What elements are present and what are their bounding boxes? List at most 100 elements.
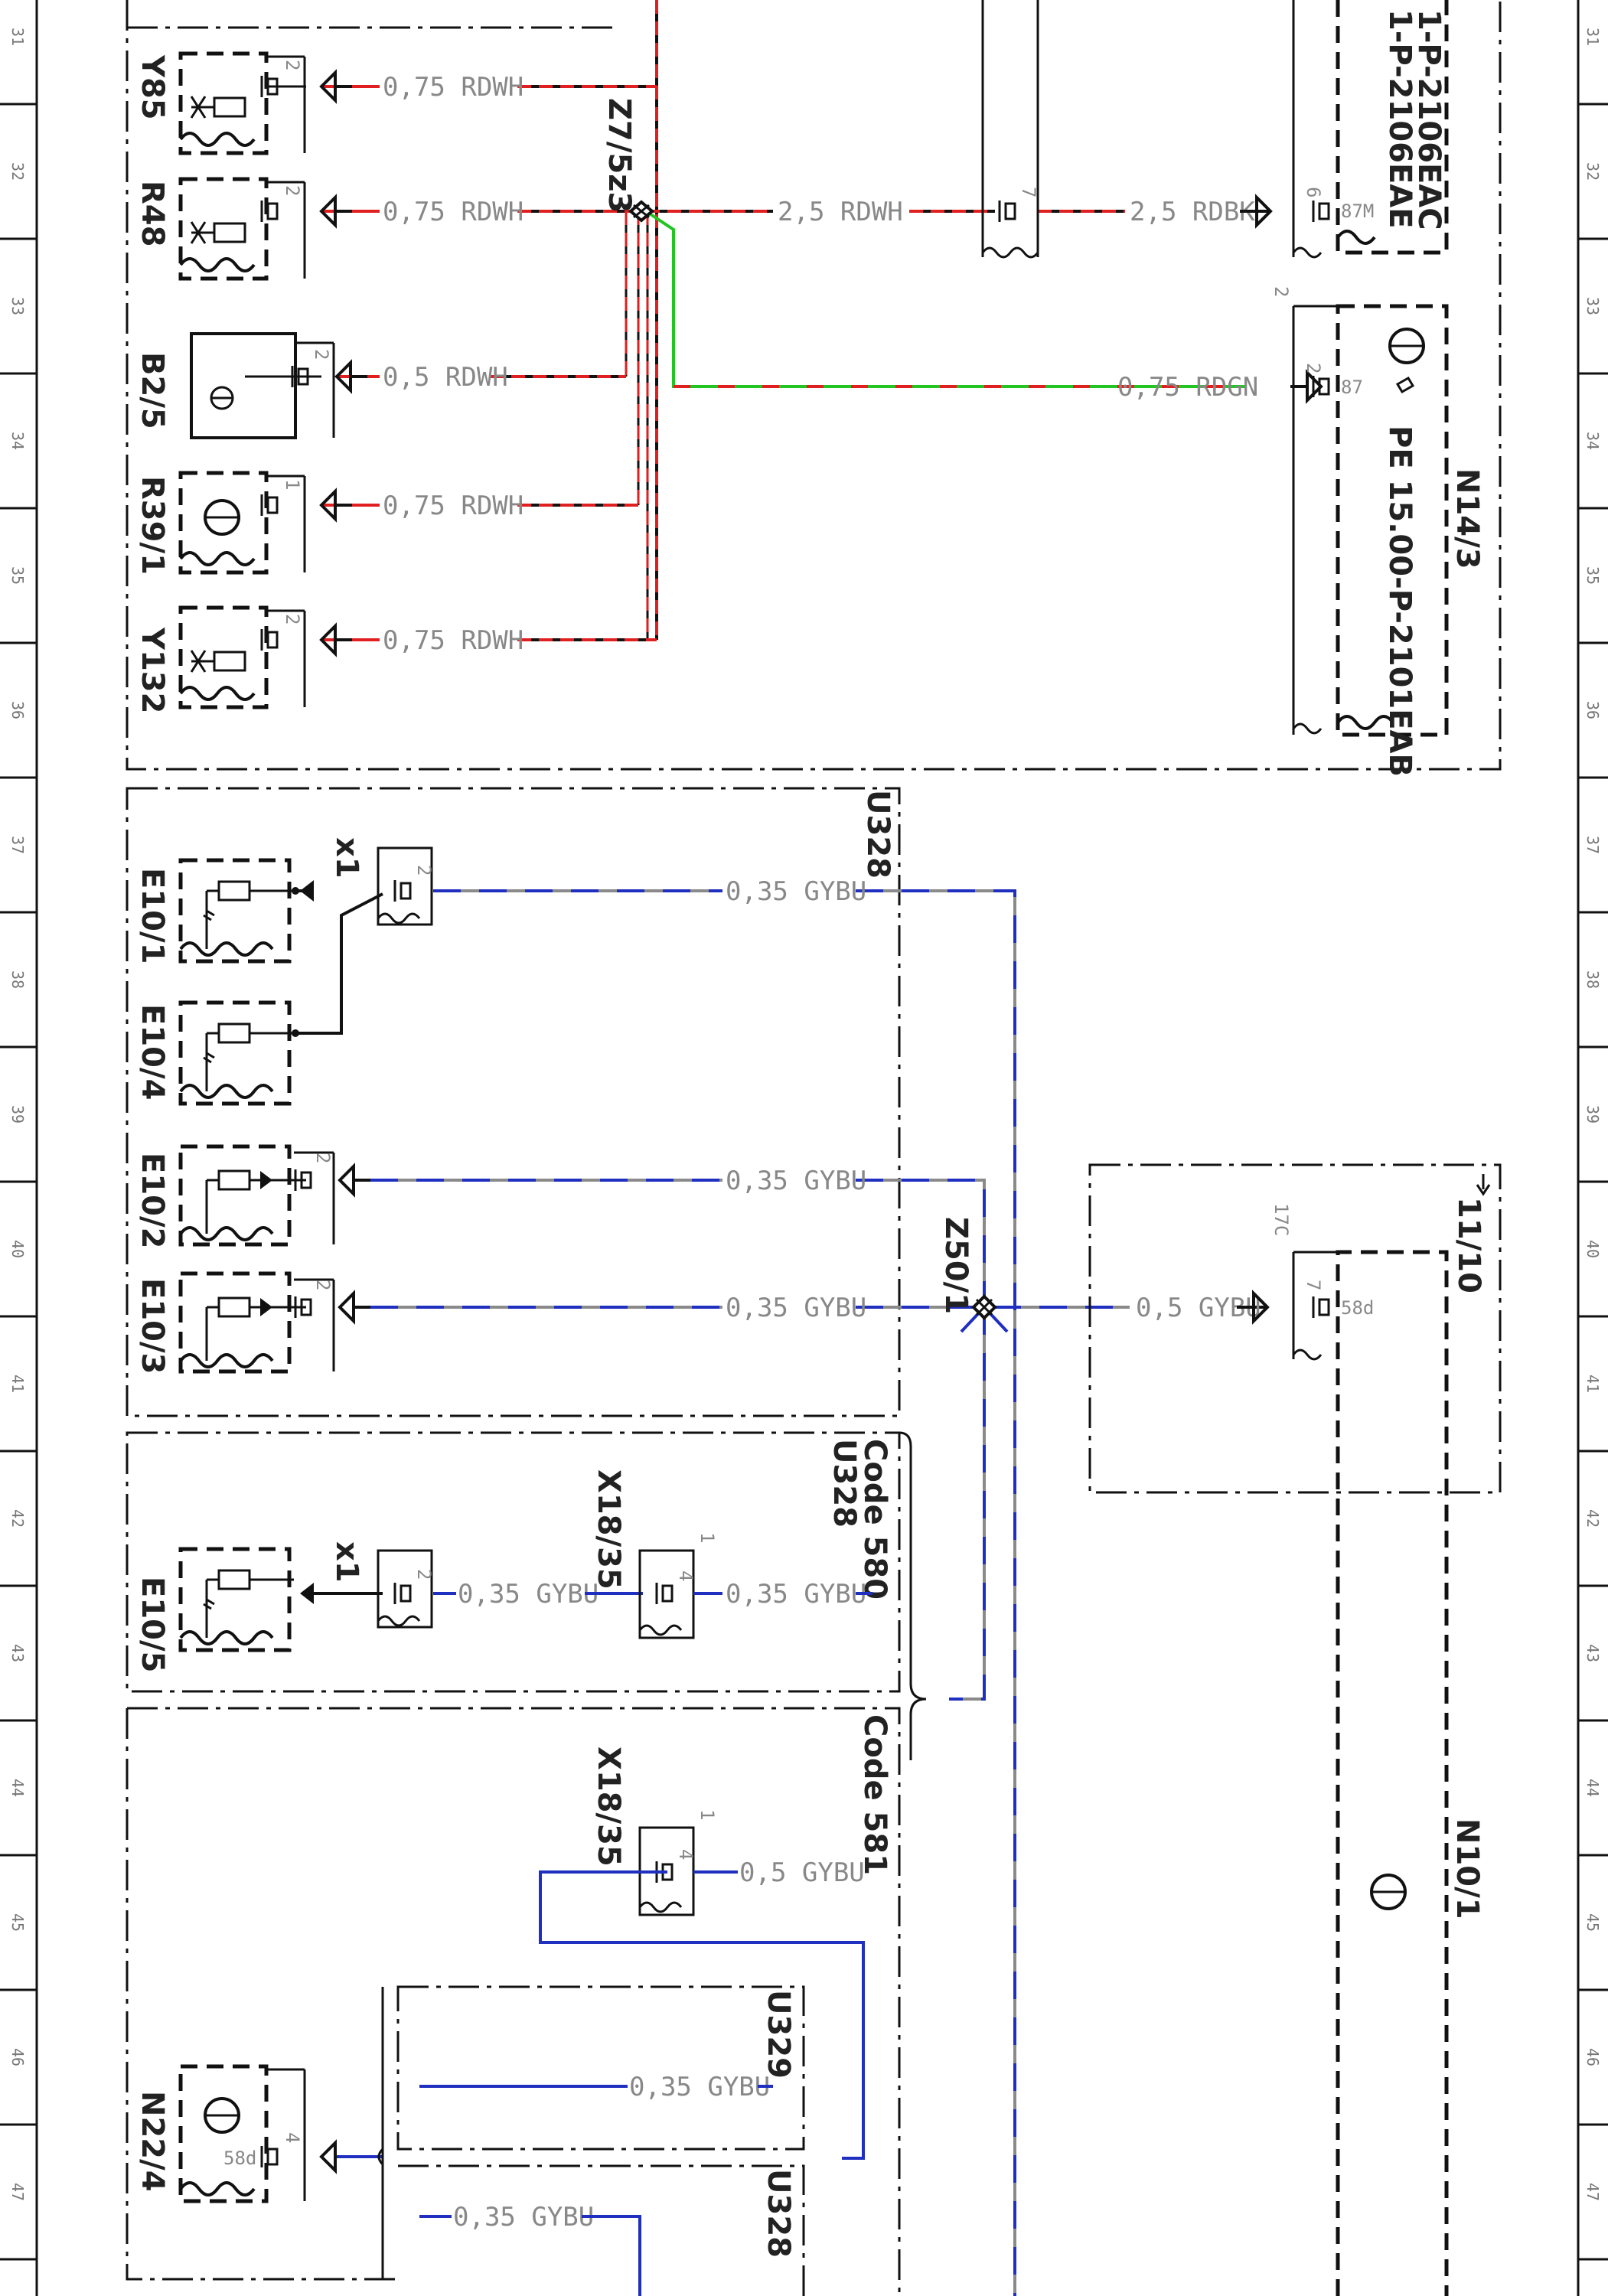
wire-label: 0,35 GYBU — [629, 2072, 770, 2102]
label-y132: Y132 — [135, 627, 170, 713]
row-number: 44 — [8, 1779, 27, 1797]
ref-box-11-10 — [1088, 1163, 1502, 1494]
svg-text:17C: 17C — [1270, 1203, 1292, 1236]
arrow-down-icon — [1476, 1174, 1491, 1196]
component-e10-5 — [178, 1547, 383, 1652]
label-u328-c: U328 — [761, 2169, 796, 2258]
wire-label: 0,5 GYBU — [739, 1857, 865, 1888]
upper-section-border — [126, 0, 1502, 771]
svg-text:7: 7 — [1303, 1280, 1324, 1290]
svg-text:58d: 58d — [1341, 1297, 1374, 1319]
svg-text:2: 2 — [311, 349, 332, 360]
label-code580: Code 580 — [857, 1439, 892, 1600]
row-number: 37 — [1584, 836, 1602, 854]
row-number: 34 — [8, 432, 27, 450]
svg-text:2: 2 — [282, 60, 303, 70]
module-code581-border — [127, 1707, 901, 2296]
label-x18-35-b: X18/35 — [591, 1746, 626, 1867]
label-n10-1: N10/1 — [1450, 1818, 1485, 1919]
svg-text:1: 1 — [696, 1809, 718, 1820]
wire-label: 0,75 RDWH — [383, 197, 523, 227]
row-number: 34 — [1584, 432, 1602, 450]
label-n22-4: N22/4 — [135, 2091, 170, 2192]
svg-text:2: 2 — [413, 1569, 435, 1580]
row-number: 43 — [8, 1644, 27, 1662]
svg-text:2: 2 — [413, 865, 435, 876]
row-number: 39 — [1584, 1105, 1602, 1124]
connector-x18-35-a — [638, 1549, 695, 1639]
label-y85: Y85 — [135, 54, 170, 120]
svg-text:2: 2 — [312, 1280, 334, 1290]
svg-text:58d: 58d — [223, 2148, 256, 2169]
label-e10-3: E10/3 — [135, 1278, 170, 1374]
row-number: 36 — [8, 701, 27, 719]
component-y132 — [178, 605, 354, 709]
label-e10-1: E10/1 — [135, 868, 170, 964]
row-number: 32 — [8, 162, 27, 181]
bracket — [377, 1987, 384, 2279]
row-number: 31 — [8, 28, 27, 46]
ref-doc-2: 1-P-2106EAE — [1382, 9, 1417, 229]
label-code581: Code 581 — [857, 1714, 892, 1875]
wire-label: 2,5 RDWH — [778, 197, 903, 227]
wire-label: 0,35 GYBU — [726, 1293, 866, 1323]
row-number: 40 — [8, 1240, 27, 1258]
row-number: 41 — [1584, 1375, 1602, 1393]
component-e10-2 — [178, 1144, 372, 1247]
wire-label: 2,5 RDBK — [1130, 197, 1255, 227]
wire-label: 0,75 RDWH — [383, 491, 523, 521]
label-u328-b: U328 — [827, 1439, 862, 1528]
svg-text:2: 2 — [1270, 286, 1292, 297]
svg-text:4: 4 — [282, 2132, 303, 2143]
wire-label: 0,75 RDGN — [1117, 372, 1258, 403]
row-number: 47 — [1584, 2183, 1602, 2201]
label-11-10: 11/10 — [1451, 1197, 1486, 1293]
svg-text:4: 4 — [675, 1849, 696, 1860]
row-number: 38 — [1584, 970, 1602, 989]
connector-x1-lower — [377, 1549, 433, 1629]
wire-label: 0,35 GYBU — [458, 1579, 599, 1609]
blue-wire-loop — [539, 1870, 865, 2160]
label-x18-35: X18/35 — [591, 1469, 626, 1590]
svg-text:2: 2 — [1303, 363, 1324, 373]
row-number: 35 — [8, 566, 27, 585]
row-number: 39 — [8, 1105, 27, 1124]
label-z7-5z3: Z7/5z3 — [602, 98, 637, 213]
row-number: 36 — [1584, 701, 1602, 719]
svg-text:7: 7 — [1018, 187, 1039, 197]
row-number: 46 — [1584, 2048, 1602, 2066]
pointing-hand-icon — [1395, 376, 1415, 394]
row-number: 41 — [8, 1375, 27, 1393]
component-r39-1 — [178, 471, 354, 575]
module-u328-c-border — [398, 2164, 805, 2296]
label-r39-1: R39/1 — [135, 476, 170, 575]
label-x1: x1 — [329, 837, 364, 879]
component-e10-3 — [178, 1271, 372, 1374]
connector-87m — [1238, 0, 1330, 259]
module-u328-border — [126, 787, 901, 1417]
connector-87 — [1289, 305, 1338, 735]
label-r48: R48 — [135, 181, 170, 246]
component-y85 — [178, 51, 354, 155]
label-e10-4: E10/4 — [135, 1004, 170, 1100]
connector-x1-upper — [377, 846, 433, 926]
svg-text:1: 1 — [696, 1532, 718, 1543]
row-number: 45 — [8, 1913, 27, 1932]
valve-icon — [213, 222, 246, 243]
valve-icon — [213, 651, 246, 672]
row-number: 45 — [1584, 1913, 1602, 1932]
wire-label: 0,5 RDWH — [383, 362, 508, 393]
row-number: 46 — [8, 2048, 27, 2066]
svg-text:1: 1 — [282, 479, 303, 490]
ref-doc-1: 1-P-2106EAC — [1411, 9, 1447, 230]
svg-text:87M: 87M — [1341, 201, 1374, 222]
inline-connector-7 — [981, 0, 1039, 259]
component-e10-1 — [178, 858, 299, 964]
component-n14-3 — [1336, 0, 1449, 737]
ref-doc-pe: PE 15.00-P-2101EAB — [1382, 426, 1417, 777]
row-number: 47 — [8, 2183, 27, 2201]
component-n10-1 — [1336, 1250, 1449, 2296]
